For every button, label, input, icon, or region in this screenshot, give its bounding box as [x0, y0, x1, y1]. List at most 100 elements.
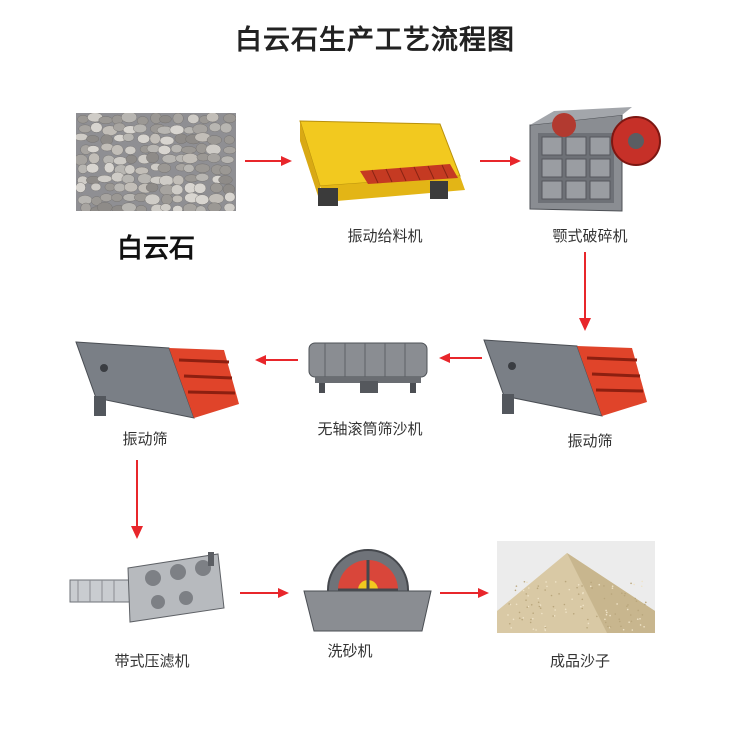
pebble [172, 113, 184, 124]
pebble [99, 193, 113, 202]
sand-grain [628, 621, 630, 623]
pebble [219, 165, 232, 176]
sand-grain [596, 615, 598, 618]
sand-grain [627, 604, 629, 606]
pebble [149, 133, 161, 145]
pebble [111, 144, 124, 156]
step-label-drum-screen: 无轴滚筒筛沙机 [317, 420, 423, 438]
pebble [207, 202, 222, 211]
sand-grain [509, 603, 512, 606]
pebble [80, 202, 92, 211]
sand-grain [530, 618, 532, 621]
pebble [172, 174, 185, 186]
sand-grain [508, 603, 510, 605]
sand-grain [545, 581, 547, 583]
sand-grain [522, 617, 525, 619]
arrow-down-2 [129, 460, 145, 540]
sand-grain [525, 593, 528, 595]
pebble [224, 192, 236, 202]
pebble [90, 182, 102, 192]
pebble [87, 145, 100, 153]
sand-grain [641, 580, 643, 583]
sand-grain [577, 584, 580, 586]
sand-grain [525, 599, 527, 601]
sand-grain [529, 621, 532, 624]
arrow-left-1 [254, 352, 298, 368]
sand-grain [591, 587, 593, 589]
step-label-vibrating-screen-2: 振动筛 [567, 432, 613, 450]
pebble [133, 123, 147, 134]
sand-grain [553, 615, 556, 617]
pebble [195, 173, 210, 182]
step-label-vibrating-feeder: 振动给料机 [347, 227, 423, 245]
sand-grain [526, 581, 528, 584]
pebble [223, 146, 236, 155]
sand-grain [610, 593, 613, 595]
sand-grain [515, 585, 518, 587]
pebble [208, 122, 222, 132]
step-label-dolomite: 白云石 [116, 234, 195, 264]
arrow-right-4 [440, 585, 490, 601]
sand-grain [544, 625, 546, 628]
sand-grain [546, 585, 548, 588]
drum-screen-image [305, 337, 430, 395]
pebble [169, 124, 185, 135]
sand-grain [544, 629, 547, 632]
arrow-right-3 [240, 585, 290, 601]
step-label-vibrating-screen-1: 振动筛 [122, 430, 168, 448]
sand-grain [637, 609, 640, 612]
sand-grain [635, 600, 638, 602]
vibrating-feeder-image [290, 116, 475, 212]
pebble [195, 205, 207, 211]
sand-grain [554, 581, 557, 583]
sand-grain [538, 605, 541, 608]
sand-grain [614, 613, 617, 615]
pebble [146, 152, 159, 164]
sand-grain [630, 582, 632, 585]
pebble [125, 154, 137, 164]
pebble [98, 116, 113, 124]
sand-grain [626, 605, 628, 608]
pebble [77, 115, 89, 124]
sand-grain [620, 625, 622, 628]
sand-grain [639, 618, 641, 620]
sand-grain [515, 603, 518, 606]
sand-grain [510, 627, 513, 629]
sand-grain [521, 618, 523, 621]
pebble [223, 135, 235, 145]
sand-grain [590, 581, 592, 584]
sand-grain [580, 605, 582, 608]
pebble [220, 155, 235, 164]
sand-grain [552, 605, 555, 608]
sand-grain [589, 585, 592, 588]
sand-grain [582, 592, 584, 595]
sand-grain [532, 628, 535, 630]
sand-grain [641, 614, 644, 616]
pebble [121, 202, 137, 211]
step-label-sand-washer: 洗砂机 [327, 642, 373, 660]
pebble [86, 135, 100, 143]
sand-grain [577, 593, 580, 595]
sand-grain [539, 604, 542, 606]
sand-grain [535, 629, 537, 631]
sand-grain [605, 613, 608, 616]
sand-grain [552, 615, 554, 617]
sand-grain [604, 621, 607, 624]
sand-grain [530, 603, 533, 606]
pebble [113, 182, 126, 193]
sand-grain [544, 628, 546, 630]
sand-grain [618, 618, 621, 620]
pebble [159, 136, 175, 146]
sand-grain [565, 611, 567, 613]
sand-grain [643, 625, 645, 628]
sand-grain [629, 614, 632, 616]
sand-grain [522, 589, 525, 592]
step-label-finished-sand: 成品沙子 [549, 652, 610, 670]
sand-grain [526, 606, 529, 608]
sand-pile-image [497, 541, 655, 633]
sand-grain [631, 629, 634, 631]
pebble [210, 182, 223, 193]
step-label-jaw-crusher: 颚式破碎机 [552, 227, 628, 245]
pebble [121, 113, 138, 123]
vibrating-screen-image-2 [482, 336, 654, 420]
